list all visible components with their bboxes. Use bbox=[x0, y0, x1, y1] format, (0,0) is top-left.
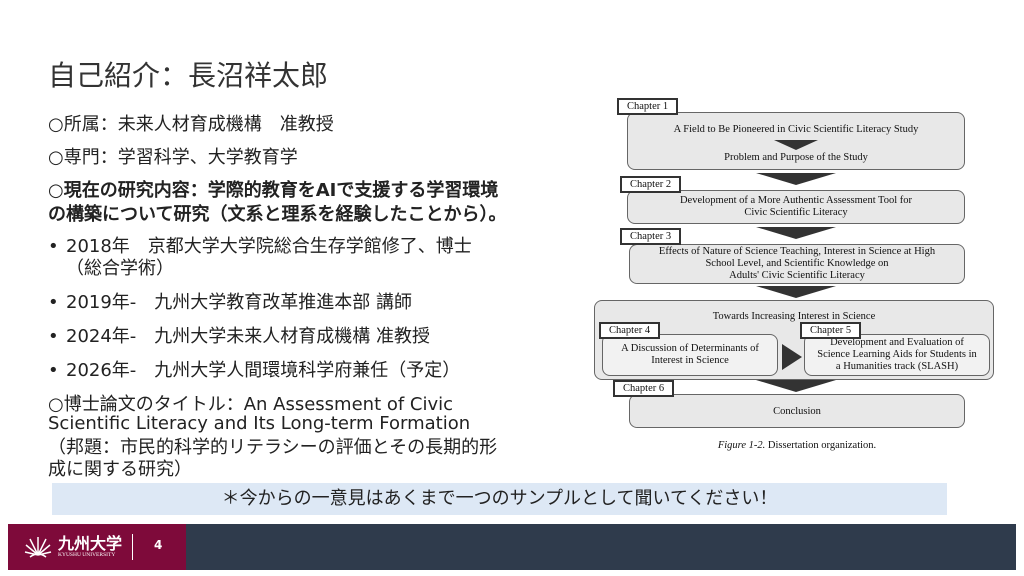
footer-brand: 九州大学 KYUSHU UNIVERSITY 4 bbox=[8, 524, 186, 570]
research-line-2: の構築について研究（文系と理系を経験したことから）。 bbox=[48, 204, 507, 225]
logo-text: 九州大学 bbox=[58, 534, 123, 553]
research-line-1: ○現在の研究内容：学際的教育をAIで支援する学習環境 bbox=[48, 180, 499, 201]
divider bbox=[132, 534, 133, 560]
chapter3-label: Chapter 3 bbox=[620, 228, 682, 245]
arrow-icon bbox=[756, 286, 836, 298]
notice-banner: ＊今からの一意見はあくまで一つのサンプルとして聞いてください！ bbox=[52, 483, 947, 515]
university-emblem-icon bbox=[24, 537, 52, 558]
chapter6-label: Chapter 6 bbox=[613, 380, 675, 397]
page-number: 4 bbox=[154, 538, 163, 552]
thesis-line-2: Scientific Literacy and Its Long-term Fo… bbox=[48, 413, 471, 434]
arrow-icon bbox=[774, 140, 818, 150]
specialty: ○専門：学習科学、大学教育学 bbox=[48, 147, 298, 168]
arrow-icon bbox=[756, 380, 836, 392]
chapter2-box: Development of a More Authentic Assessme… bbox=[627, 190, 965, 224]
history-item: •2018年 京都大学大学院総合生存学館修了、博士 bbox=[48, 236, 472, 257]
chapter4-label: Chapter 4 bbox=[599, 322, 661, 339]
slide-title: 自己紹介：長沼祥太郎 bbox=[48, 59, 329, 92]
logo-subtext: KYUSHU UNIVERSITY bbox=[58, 552, 116, 558]
chapter5-label: Chapter 5 bbox=[800, 322, 862, 339]
history-item: •2019年- 九州大学教育改革推進本部 講師 bbox=[48, 292, 413, 313]
affiliation: ○所属：未来人材育成機構 准教授 bbox=[48, 114, 334, 135]
chapter1-box: A Field to Be Pioneered in Civic Scienti… bbox=[627, 112, 965, 170]
arrow-right-icon bbox=[782, 344, 802, 370]
chapter2-label: Chapter 2 bbox=[620, 176, 682, 193]
chapter6-box: Conclusion bbox=[629, 394, 965, 428]
chapter1-label: Chapter 1 bbox=[617, 98, 679, 115]
arrow-icon bbox=[756, 227, 836, 239]
arrow-icon bbox=[756, 173, 836, 185]
history-item-cont: （総合学術） bbox=[66, 258, 174, 279]
thesis-line-4: 成に関する研究） bbox=[48, 459, 192, 480]
history-item: •2024年- 九州大学未来人材育成機構 准教授 bbox=[48, 326, 431, 347]
dissertation-figure: A Field to Be Pioneered in Civic Scienti… bbox=[592, 94, 1002, 464]
figure-caption: Figure 1-2. Dissertation organization. bbox=[717, 440, 877, 451]
footer-bar bbox=[186, 524, 1016, 570]
chapter3-box: Effects of Nature of Science Teaching, I… bbox=[629, 244, 965, 284]
history-item: •2026年- 九州大学人間環境科学府兼任（予定） bbox=[48, 360, 461, 381]
thesis-line-3: （邦題：市民的科学的リテラシーの評価とその長期的形 bbox=[48, 437, 498, 458]
thesis-line-1: ○博士論文のタイトル：An Assessment of Civic bbox=[48, 394, 454, 415]
